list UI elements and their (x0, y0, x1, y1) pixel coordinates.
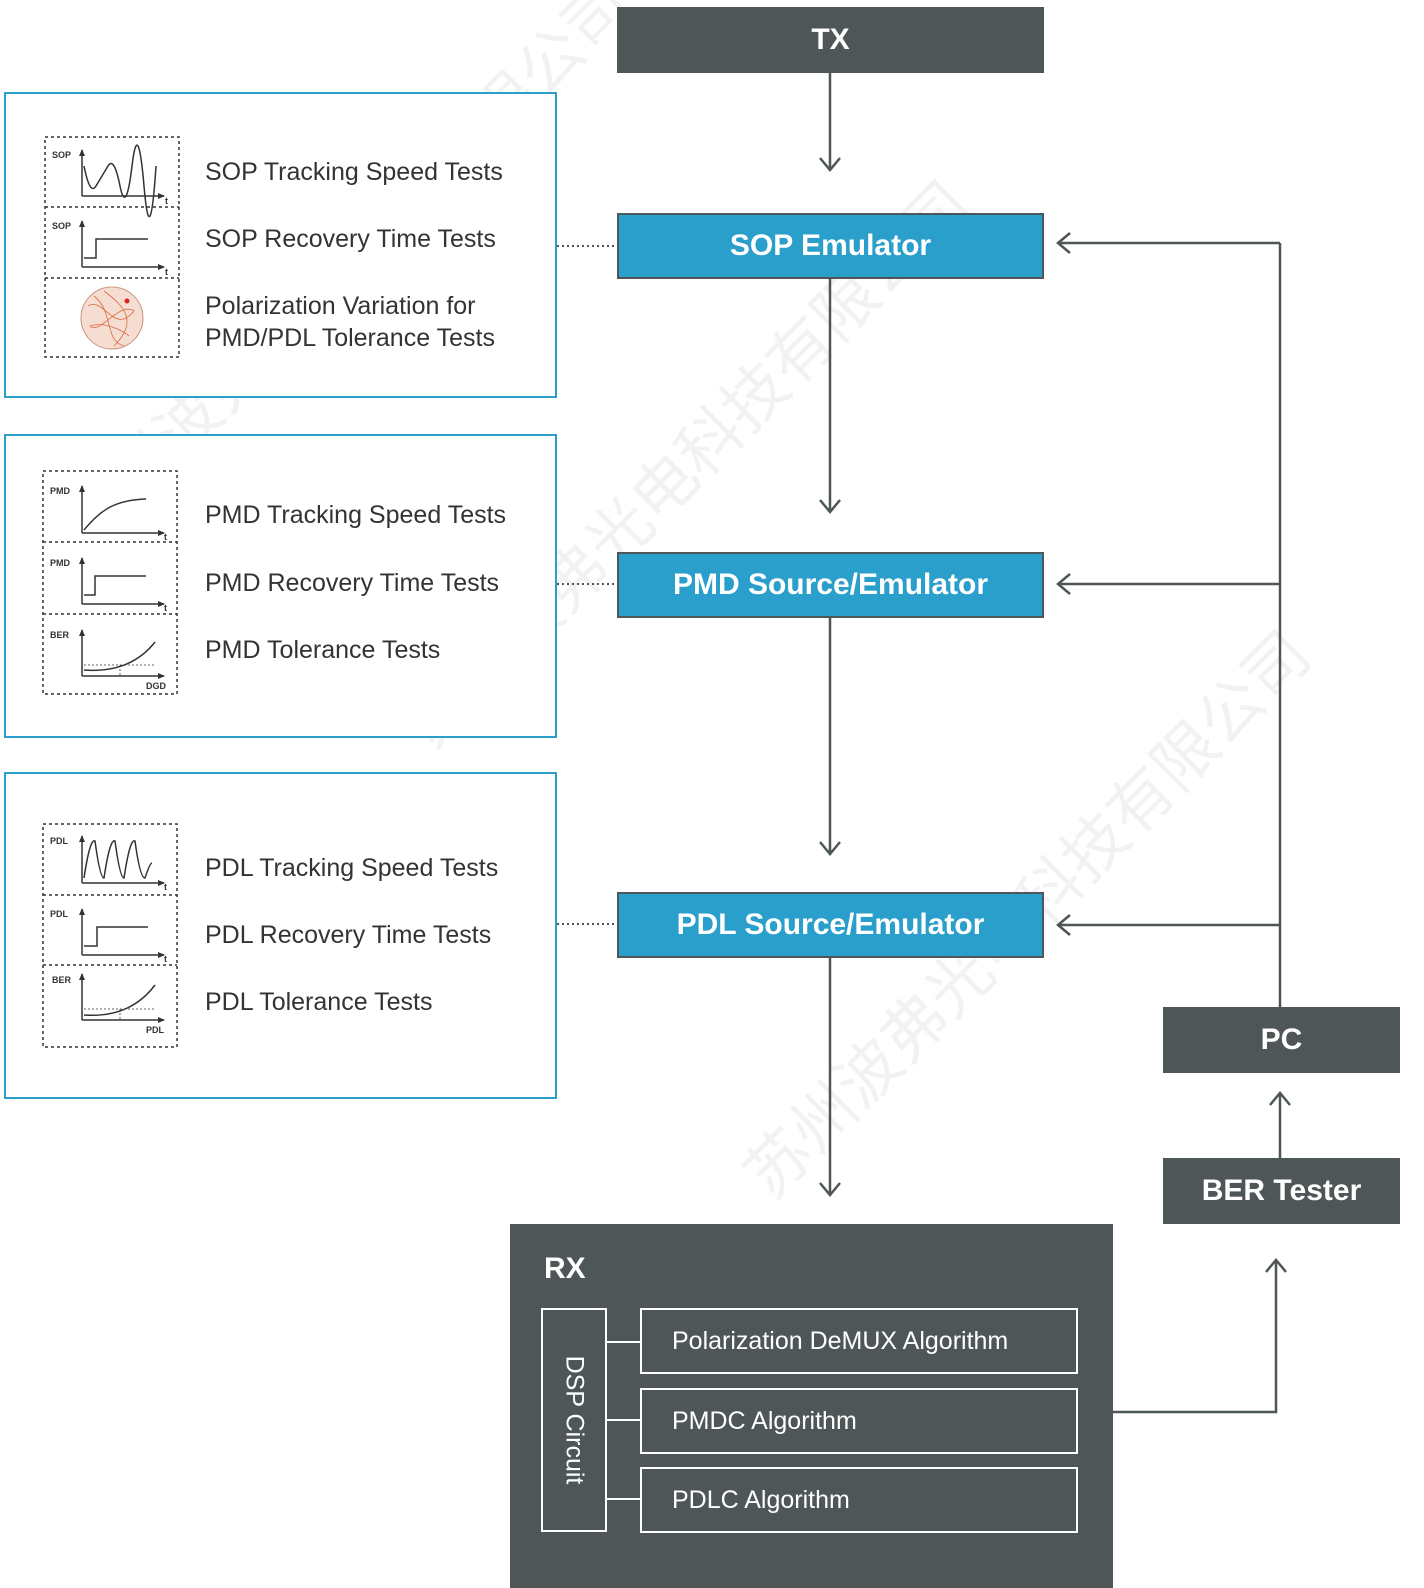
icon-ylabel: PMD (50, 486, 71, 496)
icon-ylabel: PDL (50, 836, 69, 846)
dsp-circuit-box: DSP Circuit (541, 1308, 607, 1532)
pdl-test-label: PDL Tolerance Tests (205, 988, 433, 1016)
icon-xlabel: t (164, 532, 167, 542)
poincare-sphere-icon (80, 286, 144, 350)
sop-test-label: PMD/PDL Tolerance Tests (205, 324, 495, 352)
pmd-test-label: PMD Tracking Speed Tests (205, 501, 507, 529)
dsp-connectors (607, 1341, 640, 1500)
pmd-tolerance-chart-icon: BER DGD (50, 629, 167, 691)
icon-xlabel: DGD (146, 681, 167, 691)
sop-test-label: SOP Tracking Speed Tests (205, 158, 503, 186)
icon-xlabel: PDL (146, 1025, 165, 1035)
sop-tests-panel: SOP t SOP t SOP Tracking Speed Tests SOP… (4, 92, 557, 398)
sop-tracking-chart-icon: SOP t (52, 144, 168, 218)
icon-ylabel: BER (50, 630, 70, 640)
icon-xlabel: t (165, 196, 168, 206)
algorithm-label: Polarization DeMUX Algorithm (672, 1326, 1009, 1355)
pc-block: PC (1163, 1007, 1400, 1073)
sop-test-label: Polarization Variation for (205, 292, 476, 320)
pdl-test-label: PDL Recovery Time Tests (205, 921, 492, 949)
rx-block: RX DSP Circuit Polarization DeMUX Algori… (510, 1224, 1113, 1588)
tx-block: TX (617, 7, 1044, 73)
sop-emulator-block: SOP Emulator (617, 213, 1044, 279)
pmd-test-label: PMD Recovery Time Tests (205, 569, 500, 597)
sop-test-label: SOP Recovery Time Tests (205, 225, 496, 253)
algorithm-box-pdlc: PDLC Algorithm (640, 1467, 1078, 1533)
algorithm-label: PDLC Algorithm (672, 1485, 850, 1514)
pmd-test-label: PMD Tolerance Tests (205, 636, 441, 664)
rx-title: RX (544, 1252, 586, 1285)
icon-xlabel: t (165, 267, 168, 277)
pmd-recovery-chart-icon: PMD t (50, 557, 167, 613)
icon-ylabel: SOP (52, 150, 71, 160)
icon-ylabel: SOP (52, 221, 71, 231)
pdl-recovery-chart-icon: PDL t (50, 908, 167, 964)
icon-ylabel: PMD (50, 558, 71, 568)
algorithm-box-demux: Polarization DeMUX Algorithm (640, 1308, 1078, 1374)
pdl-tolerance-chart-icon: BER PDL (52, 973, 165, 1035)
icon-xlabel: t (164, 603, 167, 613)
icon-ylabel: PDL (50, 909, 69, 919)
pmd-tests-panel: PMD t PMD t BER DGD PMD Tracking Speed T… (4, 434, 557, 738)
ber-tester-block: BER Tester (1163, 1158, 1400, 1224)
icon-ylabel: BER (52, 975, 72, 985)
algorithm-label: PMDC Algorithm (672, 1406, 857, 1435)
pdl-icon-strip: PDL t PDL t BER PDL (42, 823, 178, 1048)
pdl-tests-panel: PDL t PDL t BER PDL PDL Tracking Speed T… (4, 772, 557, 1099)
pmd-icon-strip: PMD t PMD t BER DGD (42, 470, 178, 695)
pdl-emulator-block: PDL Source/Emulator (617, 892, 1044, 958)
sop-recovery-chart-icon: SOP t (52, 220, 168, 277)
pmd-tracking-chart-icon: PMD t (50, 485, 167, 542)
algorithm-box-pmdc: PMDC Algorithm (640, 1388, 1078, 1454)
sop-icon-strip: SOP t SOP t (44, 136, 180, 358)
pdl-tracking-chart-icon: PDL t (50, 835, 167, 892)
icon-xlabel: t (164, 882, 167, 892)
icon-xlabel: t (164, 954, 167, 964)
pmd-emulator-block: PMD Source/Emulator (617, 552, 1044, 618)
pdl-test-label: PDL Tracking Speed Tests (205, 854, 499, 882)
